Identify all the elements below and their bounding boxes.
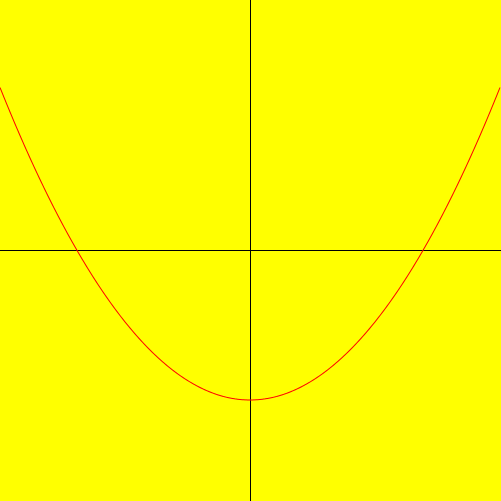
- parabola-curve: [0, 87, 501, 401]
